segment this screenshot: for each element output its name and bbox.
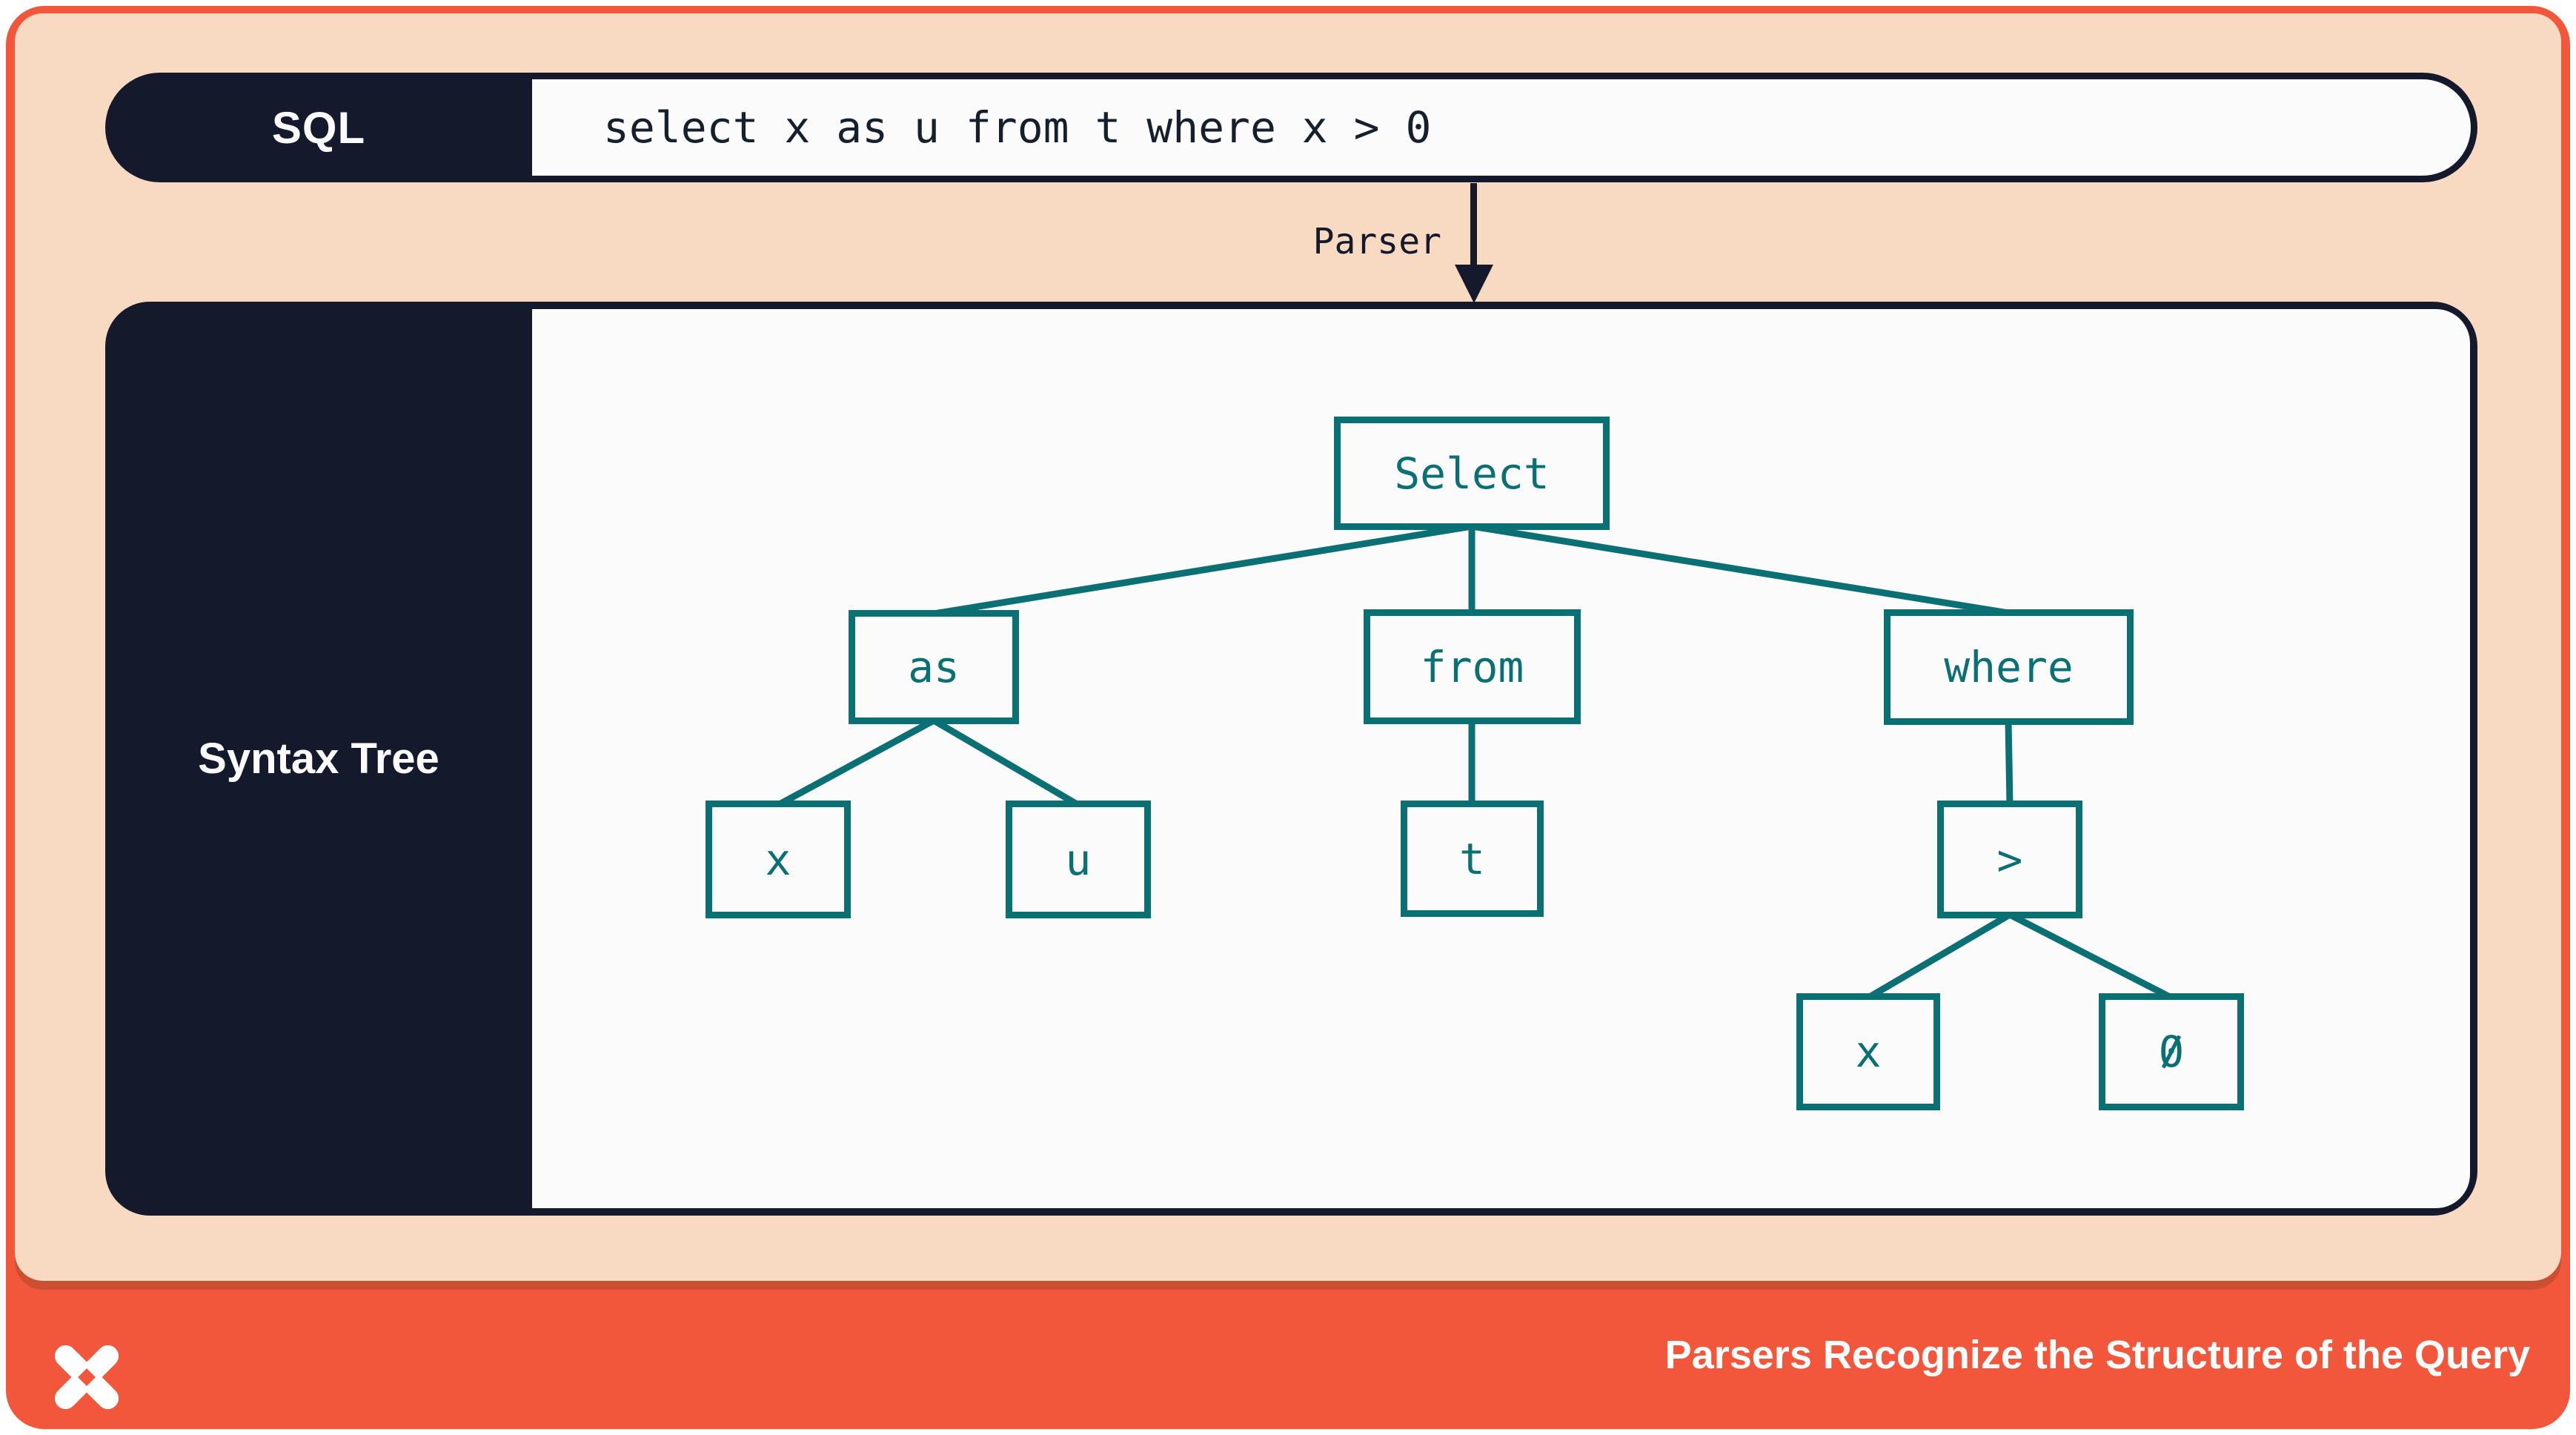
tree-node-as: as: [849, 610, 1019, 724]
sql-query-zone: select x as u from t where x > 0: [532, 79, 2471, 176]
footer-title: Parsers Recognize the Structure of the Q…: [1664, 1333, 2530, 1377]
tree-node-t-label: t: [1459, 833, 1485, 884]
sql-bar: SQL select x as u from t where x > 0: [105, 73, 2477, 182]
sql-bar-label: SQL: [271, 102, 366, 153]
tree-node-where-label: where: [1944, 642, 2074, 692]
tree-node-gt-label: >: [1996, 834, 2023, 885]
parser-arrow-shaft: [1470, 183, 1477, 268]
parser-arrow-head-icon: [1455, 265, 1493, 303]
tree-node-as-label: as: [908, 642, 960, 692]
tree-node-u: u: [1006, 801, 1151, 918]
tree-node-zero-glyph: 0: [2159, 1027, 2185, 1077]
tree-node-t: t: [1401, 801, 1544, 917]
syntax-tree-label-zone: Syntax Tree: [105, 302, 532, 1216]
tree-node-gt: >: [1937, 801, 2082, 918]
tree-node-select: Select: [1334, 417, 1610, 530]
tree-node-select-label: Select: [1394, 448, 1550, 499]
dolt-pinwheel-logo-icon: [54, 1345, 119, 1410]
sql-bar-label-zone: SQL: [105, 73, 532, 182]
tree-node-u-label: u: [1065, 834, 1092, 885]
tree-node-zero: 0: [2099, 993, 2244, 1110]
parser-label: Parser: [1312, 221, 1441, 262]
tree-node-from-label: from: [1420, 641, 1524, 692]
sql-query-text: select x as u from t where x > 0: [603, 102, 1432, 153]
tree-node-x2-label: x: [1855, 1027, 1882, 1077]
tree-node-x2: x: [1796, 993, 1940, 1110]
tree-node-x1-label: x: [765, 834, 791, 885]
syntax-tree-label: Syntax Tree: [198, 735, 439, 783]
footer-band: Parsers Recognize the Structure of the Q…: [6, 1281, 2570, 1429]
tree-node-x1: x: [706, 801, 851, 918]
tree-node-from: from: [1364, 609, 1581, 724]
tree-node-where: where: [1884, 609, 2134, 725]
